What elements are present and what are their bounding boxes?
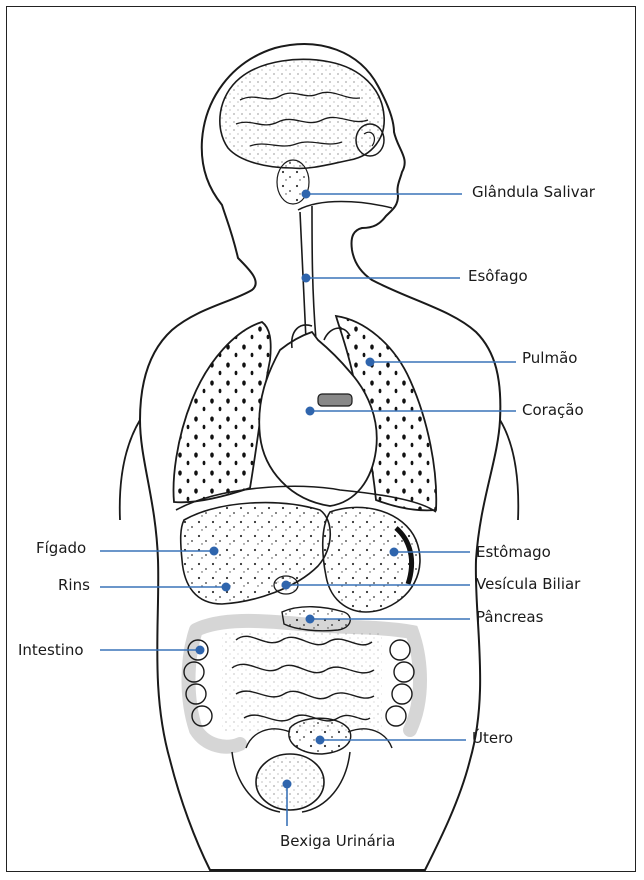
marker-dot-pancreas <box>306 615 315 624</box>
label-estomago: Estômago <box>476 543 551 561</box>
marker-dot-pulmao <box>366 358 375 367</box>
marker-dot-glandula-salivar <box>302 190 311 199</box>
lung-left-shape <box>174 322 271 502</box>
esophagus-shape <box>300 206 316 340</box>
label-pancreas: Pâncreas <box>476 608 543 626</box>
label-figado: Fígado <box>36 539 86 557</box>
label-pulmao: Pulmão <box>522 349 577 367</box>
stomach-shape <box>323 507 420 612</box>
marker-dot-coracao <box>306 407 315 416</box>
label-bexiga-urinaria: Bexiga Urinária <box>280 832 395 850</box>
label-esofago: Esôfago <box>468 267 528 285</box>
label-intestino: Intestino <box>18 641 84 659</box>
marker-dot-intestino <box>196 646 205 655</box>
arm-left <box>120 420 140 520</box>
marker-dot-bexiga-urinaria <box>283 780 292 789</box>
label-vesicula-biliar: Vesícula Biliar <box>476 575 580 593</box>
arm-right <box>500 420 518 520</box>
marker-dot-utero <box>316 736 325 745</box>
marker-dot-figado <box>210 547 219 556</box>
liver-shape <box>181 503 331 604</box>
label-coracao: Coração <box>522 401 584 419</box>
label-utero: Útero <box>472 729 513 747</box>
marker-dot-esofago <box>302 274 311 283</box>
intestine-texture <box>222 632 382 732</box>
marker-dot-rins <box>222 583 231 592</box>
brain <box>220 59 384 168</box>
label-glandula-salivar: Glândula Salivar <box>472 183 595 201</box>
label-rins: Rins <box>58 576 90 594</box>
marker-dot-vesicula-biliar <box>282 581 291 590</box>
heart-vessel <box>318 394 352 406</box>
marker-dot-estomago <box>390 548 399 557</box>
